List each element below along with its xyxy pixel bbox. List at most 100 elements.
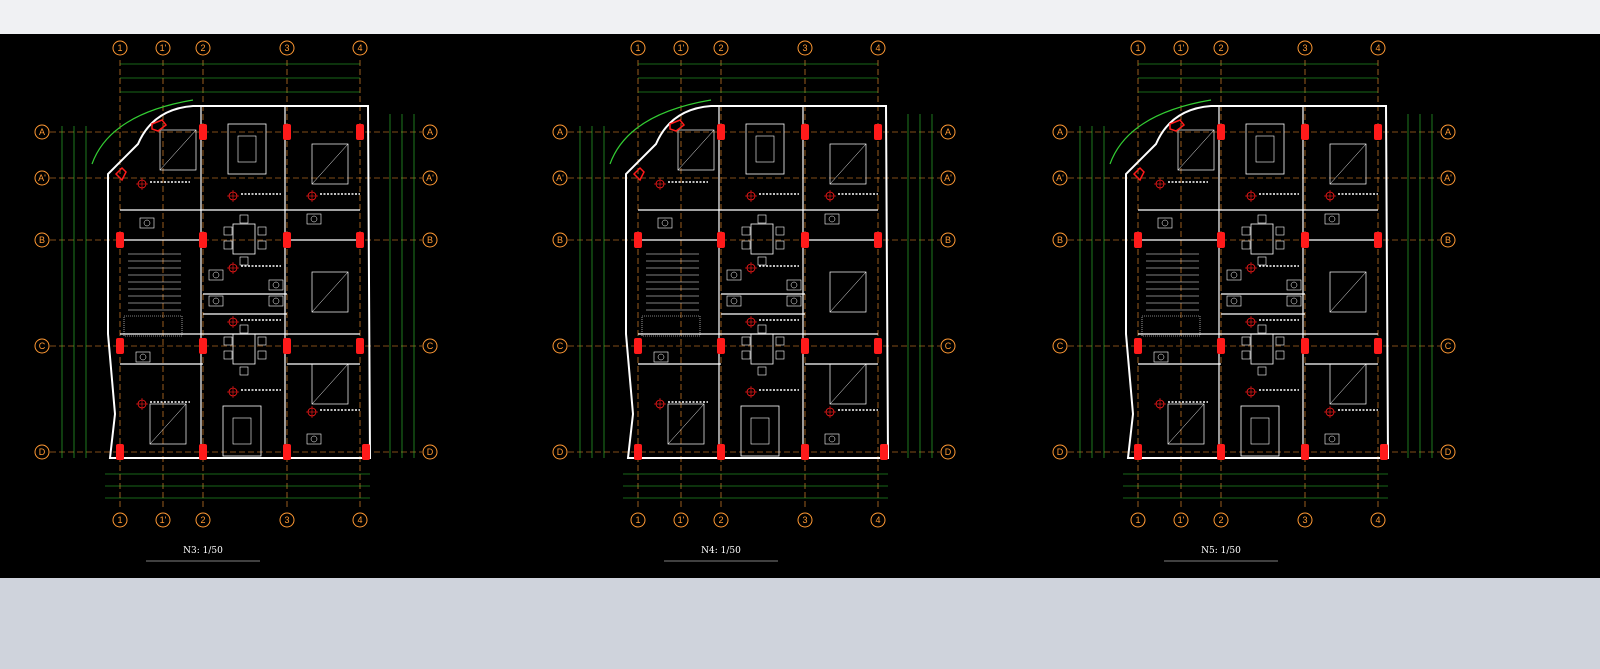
chair <box>1275 226 1285 236</box>
fixture-basin <box>730 297 738 305</box>
structural-column <box>1134 338 1142 354</box>
grid-bubble-label: C <box>1057 341 1064 351</box>
coffee-table <box>1250 417 1270 445</box>
bed <box>1329 143 1367 185</box>
structural-column <box>1134 232 1142 248</box>
bed-hatch <box>829 363 867 405</box>
grid-bubble-label: A' <box>1056 173 1064 183</box>
grid-bubble-label: B <box>557 235 563 245</box>
dining-table <box>232 333 256 365</box>
red-markup <box>669 119 686 132</box>
fixture-basin <box>1157 353 1165 361</box>
fixture <box>1226 295 1242 307</box>
grid-bubble <box>1440 124 1456 140</box>
bed <box>159 129 197 171</box>
grid-bubble-label: 3 <box>802 43 807 53</box>
dining-table <box>1250 223 1274 255</box>
chair <box>1241 336 1251 346</box>
structural-column <box>283 232 291 248</box>
grid-bubble-label: 3 <box>284 43 289 53</box>
grid-bubble <box>1297 40 1313 56</box>
grid-bubble-label: A' <box>556 173 564 183</box>
fixture <box>824 213 840 225</box>
chair <box>757 324 767 334</box>
grid-bubble <box>673 512 689 528</box>
sofa <box>740 405 780 457</box>
grid-bubble-label: A' <box>426 173 434 183</box>
structural-column <box>874 232 882 248</box>
grid-bubble-label: 1 <box>117 515 122 525</box>
structural-column <box>199 124 207 140</box>
staircase <box>646 253 699 311</box>
grid-bubble-label: 1' <box>160 515 167 525</box>
curved-facade <box>91 99 194 165</box>
grid-bubble <box>1173 40 1189 56</box>
structural-column <box>634 444 642 460</box>
chair <box>1257 366 1267 376</box>
grid-bubble-label: A' <box>38 173 46 183</box>
grid-bubble <box>552 170 568 186</box>
grid-bubble <box>940 444 956 460</box>
red-markup <box>1169 119 1186 132</box>
structural-column <box>634 232 642 248</box>
grid-bubble-label: B <box>427 235 433 245</box>
grid-bubble <box>1052 170 1068 186</box>
grid-bubble <box>34 170 50 186</box>
sofa <box>1245 123 1285 175</box>
structural-column <box>356 124 364 140</box>
grid-bubble <box>1440 338 1456 354</box>
grid-bubble <box>352 40 368 56</box>
chair <box>1257 324 1267 334</box>
chair <box>239 214 249 224</box>
bed <box>1329 271 1367 313</box>
fixture <box>726 269 742 281</box>
fixture <box>1157 217 1173 229</box>
structural-column <box>116 444 124 460</box>
fixture <box>1286 279 1302 291</box>
exterior-wall <box>107 105 372 459</box>
grid-bubble <box>34 124 50 140</box>
grid-bubble <box>552 124 568 140</box>
structural-column <box>1374 338 1382 354</box>
grid-bubble <box>1213 40 1229 56</box>
structural-column <box>283 444 291 460</box>
grid-bubble <box>797 40 813 56</box>
chair <box>741 226 751 236</box>
chair <box>757 366 767 376</box>
sofa <box>1240 405 1280 457</box>
grid-bubble <box>1052 232 1068 248</box>
dining-table <box>750 333 774 365</box>
fixture <box>268 295 284 307</box>
chair <box>741 350 751 360</box>
grid-bubble <box>552 338 568 354</box>
staircase <box>1146 253 1199 311</box>
bed-hatch <box>829 143 867 185</box>
fixture <box>786 295 802 307</box>
structural-column <box>1217 232 1225 248</box>
fixture <box>306 433 322 445</box>
fixture-basin <box>143 219 151 227</box>
grid-bubble-label: 4 <box>1375 515 1380 525</box>
chair <box>1257 256 1267 266</box>
chair <box>1257 214 1267 224</box>
bed-hatch <box>311 143 349 185</box>
grid-bubble-label: B <box>39 235 45 245</box>
grid-bubble <box>940 232 956 248</box>
grid-bubble <box>1130 512 1146 528</box>
chair <box>257 226 267 236</box>
bed <box>311 143 349 185</box>
sofa <box>222 405 262 457</box>
red-markup <box>114 166 127 182</box>
bed-hatch <box>1329 271 1367 313</box>
drawing-title: N5: 1/50 <box>1201 546 1241 556</box>
grid-bubble <box>1052 338 1068 354</box>
grid-bubble <box>422 170 438 186</box>
bed <box>829 271 867 313</box>
grid-bubble-label: 1 <box>1135 515 1140 525</box>
grid-bubble-label: C <box>1445 341 1452 351</box>
structural-column <box>283 124 291 140</box>
bed-hatch <box>667 403 705 445</box>
